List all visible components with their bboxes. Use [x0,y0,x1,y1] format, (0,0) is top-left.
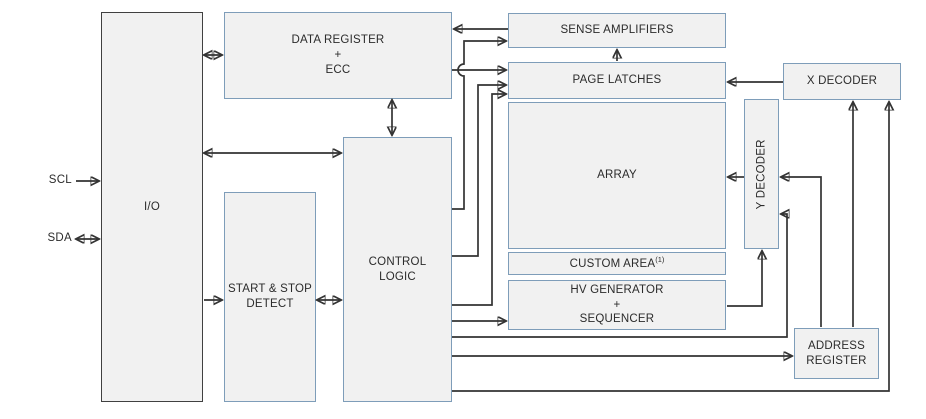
block-address-register: ADDRESS REGISTER [794,328,879,379]
connector-control-logic-to-sense-amplifiers [452,41,506,210]
block-data-register-ecc: DATA REGISTER + ECC [224,12,452,99]
block-array: ARRAY [508,102,726,249]
block-custom-area-text: CUSTOM AREA [569,258,656,271]
block-start-stop-detect: START & STOP DETECT [224,192,316,402]
connector-hv-generator-to-y-decoder [727,251,762,307]
block-hv-generator-sequencer-label: HV GENERATOR + SEQUENCER [570,283,664,326]
block-start-stop-detect-label: START & STOP DETECT [228,283,312,310]
block-control-logic-label: CONTROL LOGIC [368,255,427,283]
block-array-label: ARRAY [597,169,637,182]
connector-control-logic-to-page-latches-1 [452,85,506,257]
block-io: I/O [101,12,203,402]
block-hv-generator-sequencer: HV GENERATOR + SEQUENCER [508,280,726,330]
block-x-decoder: X DECODER [783,63,901,100]
connector-control-logic-to-page-latches-2 [452,94,506,306]
block-custom-area-label: CUSTOM AREA(1) [570,255,665,272]
block-y-decoder-label: Y DECODER [755,139,768,209]
block-x-decoder-label: X DECODER [806,75,878,88]
block-page-latches-label: PAGE LATCHES [572,74,662,87]
block-custom-area: CUSTOM AREA(1) [508,252,726,275]
pin-label-scl: SCL [48,174,72,186]
block-custom-area-footnote: (1) [655,255,665,265]
block-control-logic: CONTROL LOGIC [343,137,452,402]
block-sense-amplifiers: SENSE AMPLIFIERS [508,13,726,48]
block-address-register-label: ADDRESS REGISTER [806,339,867,367]
block-io-label: I/O [144,200,160,213]
block-data-register-ecc-label: DATA REGISTER + ECC [291,34,385,76]
connector-address-register-to-y-decoder [781,177,822,327]
block-sense-amplifiers-label: SENSE AMPLIFIERS [560,24,674,37]
block-y-decoder: Y DECODER [744,99,779,249]
pin-label-sda: SDA [47,232,72,244]
block-page-latches: PAGE LATCHES [508,62,726,99]
